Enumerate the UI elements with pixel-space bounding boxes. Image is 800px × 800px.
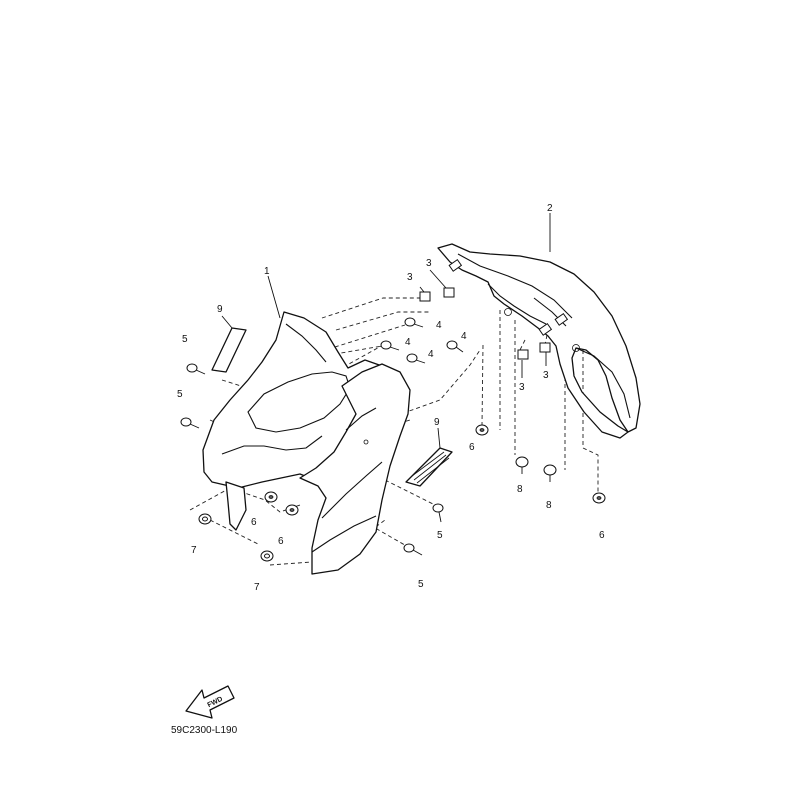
emblem-decal-left xyxy=(211,327,247,373)
callout-7: 7 xyxy=(254,582,260,593)
callout-3: 3 xyxy=(519,382,525,393)
callout-9: 9 xyxy=(434,417,440,428)
callout-3: 3 xyxy=(426,258,432,269)
screw-fasteners xyxy=(180,363,444,556)
flange-bolt-fasteners xyxy=(515,456,557,482)
callout-labels: 1 2 3 3 3 3 4 4 4 4 5 5 5 5 6 6 6 6 7 7 … xyxy=(177,203,605,593)
callout-6: 6 xyxy=(278,536,284,547)
callout-4: 4 xyxy=(461,331,467,342)
callout-5: 5 xyxy=(418,579,424,590)
callout-6: 6 xyxy=(251,517,257,528)
collar-fasteners xyxy=(264,424,606,516)
callout-4: 4 xyxy=(436,320,442,331)
callout-4: 4 xyxy=(428,349,434,360)
nut-fasteners xyxy=(419,287,551,360)
callout-5: 5 xyxy=(437,530,443,541)
callout-3: 3 xyxy=(407,272,413,283)
callout-8: 8 xyxy=(517,484,523,495)
callout-7: 7 xyxy=(191,545,197,556)
fwd-direction-arrow: FWD xyxy=(185,685,235,719)
callout-leaders xyxy=(221,213,551,449)
diagram-code: 59C2300-L190 xyxy=(171,725,238,736)
washer-fasteners xyxy=(198,513,274,562)
callout-1: 1 xyxy=(264,266,270,277)
callout-8: 8 xyxy=(546,500,552,511)
callout-2: 2 xyxy=(547,203,553,214)
callout-4: 4 xyxy=(405,337,411,348)
callout-6: 6 xyxy=(599,530,605,541)
callout-3: 3 xyxy=(543,370,549,381)
front-fender xyxy=(437,243,641,439)
callout-5: 5 xyxy=(177,389,183,400)
lower-fender-body xyxy=(299,363,411,575)
bolt-fasteners xyxy=(380,317,464,364)
callout-9: 9 xyxy=(217,304,223,315)
callout-6: 6 xyxy=(469,442,475,453)
callout-5: 5 xyxy=(182,334,188,345)
emblem-decal-right xyxy=(405,447,453,487)
